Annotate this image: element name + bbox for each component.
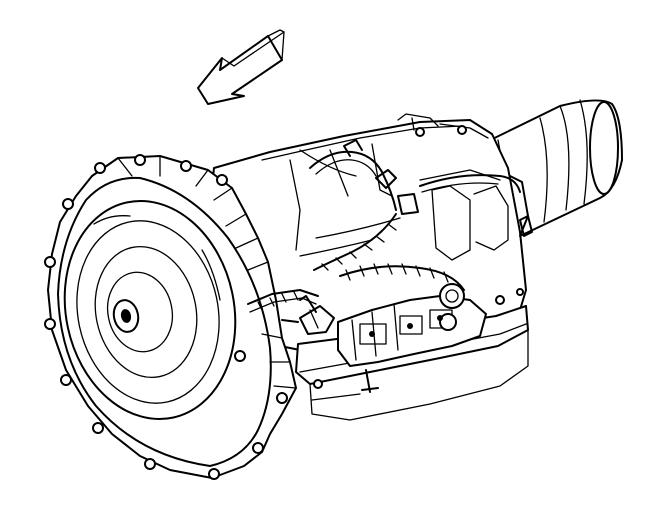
wiring-harness xyxy=(309,139,533,291)
front-direction-arrow-icon xyxy=(197,29,285,105)
case-fasteners xyxy=(313,125,524,389)
torque-converter xyxy=(63,199,237,421)
valve-body-assembly xyxy=(281,283,487,393)
fill-tube xyxy=(247,289,319,313)
